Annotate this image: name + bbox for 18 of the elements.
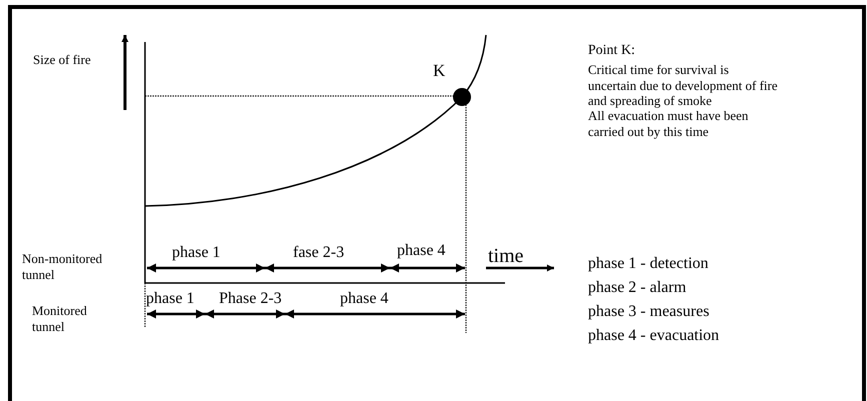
legend-text: phase 1 - detection (588, 254, 708, 274)
axis-label: Size of fire (33, 52, 92, 68)
phase-label: Phase 2-3 (219, 289, 282, 308)
note-text: All evacuation must have been carried out by this time (588, 108, 750, 140)
point-label: K (433, 61, 446, 82)
legend-text: phase 4 - evacuation (588, 326, 720, 346)
phase-label: fase 2-3 (293, 243, 344, 262)
legend-text: phase 2 - alarm (588, 278, 686, 298)
phase-label: phase 4 (340, 289, 388, 308)
legend-text: phase 3 - measures (588, 302, 710, 322)
axis-label: time (488, 244, 524, 268)
phase-label: phase 1 (172, 243, 220, 262)
note-heading: Point K: (588, 43, 636, 60)
phase-label: phase 4 (397, 241, 446, 260)
row-label: Monitored tunnel (32, 303, 88, 334)
phase-label: phase 1 (146, 289, 194, 308)
row-label: Non-monitored tunnel (22, 251, 104, 282)
note-text: Critical time for survival is uncertain due to development of fire and spreading of smoke (588, 62, 778, 109)
